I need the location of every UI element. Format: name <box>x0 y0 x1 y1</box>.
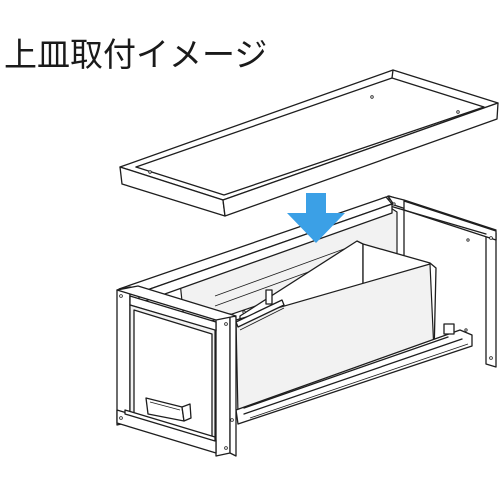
top-tray <box>119 69 499 217</box>
page-title: 上皿取付イメージ <box>4 35 268 74</box>
down-arrow <box>287 193 345 243</box>
cabinet-frame <box>116 195 497 457</box>
